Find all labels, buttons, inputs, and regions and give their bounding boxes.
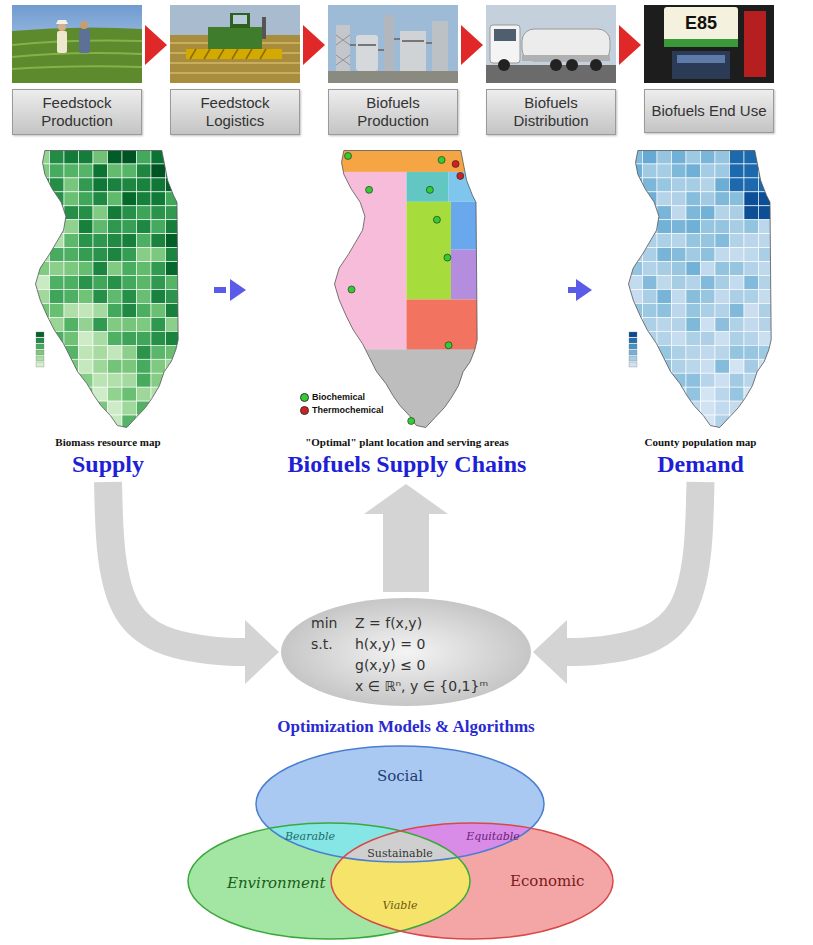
arrowhead bbox=[303, 25, 325, 65]
connector bbox=[145, 25, 167, 65]
connector bbox=[619, 25, 641, 65]
equation: x ∈ ℝⁿ, y ∈ {0,1}ᵐ bbox=[355, 677, 566, 695]
map-panel: County population mapDemand bbox=[598, 150, 803, 478]
stage-label: Biofuels End Use bbox=[648, 102, 770, 120]
connector-shaft bbox=[108, 482, 245, 652]
stage-label-box: Feedstock Production bbox=[12, 89, 142, 135]
legend-entry: Biochemical bbox=[300, 392, 384, 403]
stage-column: Feedstock Logistics bbox=[170, 5, 300, 135]
stage-photo bbox=[328, 5, 458, 83]
stage-photo bbox=[170, 5, 300, 83]
map-caption: "Optimal" plant location and serving are… bbox=[252, 435, 562, 449]
stage-label: Feedstock Logistics bbox=[174, 94, 296, 130]
connector bbox=[108, 482, 279, 684]
venn-overlap-label: Viable bbox=[383, 899, 418, 912]
arrowhead bbox=[230, 279, 246, 301]
illinois-map bbox=[35, 150, 181, 431]
equation-block: minZ = f(x,y)s.t.h(x,y) = 0 g(x,y) ≤ 0 x ∈… bbox=[246, 596, 566, 708]
connector bbox=[214, 279, 246, 301]
arrowhead bbox=[245, 620, 279, 684]
map-panel: Biomass resource mapSupply bbox=[8, 150, 208, 478]
map-title: Biofuels Supply Chains bbox=[252, 450, 562, 478]
stage-column: Biofuels Production bbox=[328, 5, 458, 135]
arrowhead bbox=[576, 279, 592, 301]
stage-label-box: Biofuels Distribution bbox=[486, 89, 616, 135]
arrowhead bbox=[461, 25, 483, 65]
stage-label-box: Biofuels Production bbox=[328, 89, 458, 135]
legend-swatch bbox=[300, 393, 309, 402]
illinois-map bbox=[628, 150, 774, 431]
stage-photo bbox=[12, 5, 142, 83]
map-caption: County population map bbox=[598, 435, 803, 449]
model-heading: Optimization Models & Algorithms bbox=[246, 716, 566, 738]
connector-shaft bbox=[567, 482, 701, 652]
model-ellipse: minZ = f(x,y)s.t.h(x,y) = 0 g(x,y) ≤ 0 x ∈… bbox=[246, 596, 566, 738]
stage-column: Feedstock Production bbox=[12, 5, 142, 135]
stage-label: Biofuels Production bbox=[332, 94, 454, 130]
equation: Z = f(x,y) bbox=[355, 614, 566, 632]
legend-text: Thermochemical bbox=[312, 405, 384, 416]
stage-label-box: Feedstock Logistics bbox=[170, 89, 300, 135]
map-title: Demand bbox=[598, 450, 803, 478]
viable-fill bbox=[331, 823, 613, 939]
connector bbox=[533, 482, 701, 684]
sustainable-fill bbox=[331, 823, 613, 939]
stage-photo bbox=[486, 5, 616, 83]
equation: h(x,y) = 0 bbox=[355, 635, 566, 653]
economic-fill bbox=[331, 823, 613, 939]
connector-shaft bbox=[383, 514, 429, 592]
illinois-map bbox=[334, 150, 480, 431]
connector bbox=[364, 484, 448, 592]
map-panel: "Optimal" plant location and serving are… bbox=[252, 150, 562, 478]
equitable-fill bbox=[331, 823, 613, 939]
legend-swatch bbox=[300, 406, 309, 415]
venn-outline bbox=[255, 745, 545, 863]
venn-overlap-label: Equitable bbox=[466, 830, 520, 843]
connector-shaft bbox=[568, 287, 576, 293]
arrowhead bbox=[619, 25, 641, 65]
map-caption: Biomass resource map bbox=[8, 435, 208, 449]
connector bbox=[568, 279, 592, 301]
pump-sign-text: E85 bbox=[685, 13, 717, 34]
equation: g(x,y) ≤ 0 bbox=[355, 656, 566, 674]
equation: s.t. bbox=[311, 635, 355, 653]
legend-entry: Thermochemical bbox=[300, 405, 384, 416]
stage-column: Biofuels Distribution bbox=[486, 5, 616, 135]
venn-label: Social bbox=[255, 767, 545, 785]
stage-label: Biofuels Distribution bbox=[490, 94, 612, 130]
venn-label: Environment bbox=[227, 874, 471, 892]
venn-center-label: Sustainable bbox=[367, 847, 432, 860]
venn-label: Economic bbox=[510, 872, 614, 890]
arrowhead bbox=[145, 25, 167, 65]
connector bbox=[461, 25, 483, 65]
map-legend: BiochemicalThermochemical bbox=[300, 392, 384, 418]
connector-shaft bbox=[214, 287, 230, 293]
map-title: Supply bbox=[8, 450, 208, 478]
venn-overlap-label: Bearable bbox=[285, 830, 335, 843]
connector bbox=[303, 25, 325, 65]
stage-label-box: Biofuels End Use bbox=[644, 89, 774, 133]
venn-circle: Social bbox=[255, 745, 545, 863]
stage-label: Feedstock Production bbox=[16, 94, 138, 130]
equation: min bbox=[311, 614, 355, 632]
arrowhead bbox=[364, 484, 448, 514]
arrowhead bbox=[533, 620, 567, 684]
legend-text: Biochemical bbox=[312, 392, 365, 403]
